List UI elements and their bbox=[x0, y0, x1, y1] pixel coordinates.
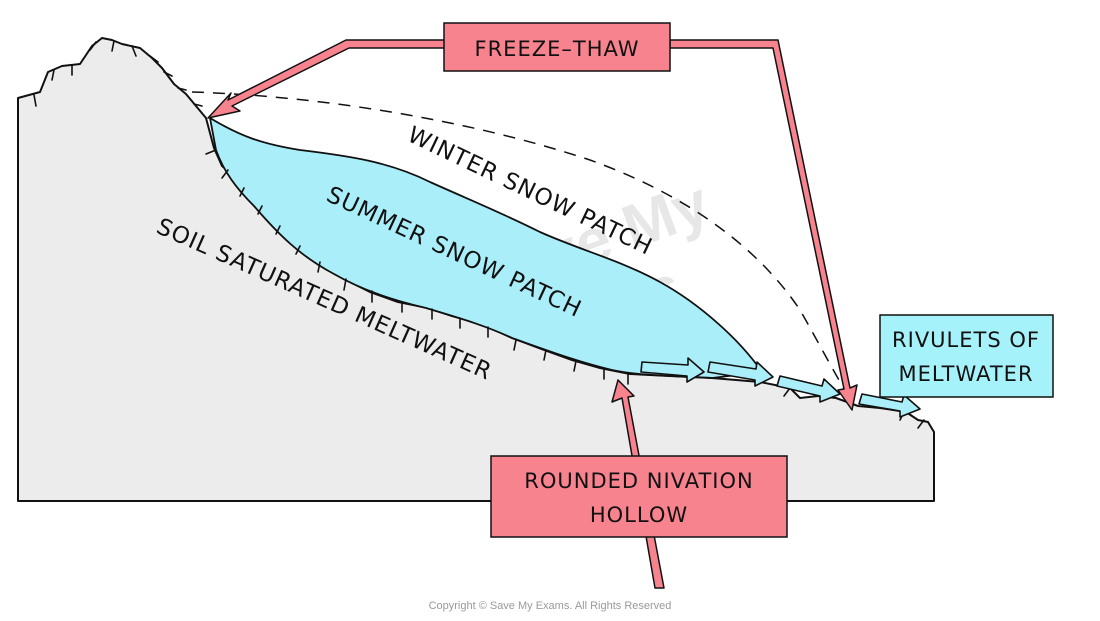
freeze-thaw-right-arm bbox=[669, 39, 858, 411]
rivulets-text-line2: MELTWATER bbox=[898, 362, 1033, 386]
rivulet-arrow-2 bbox=[707, 361, 774, 387]
freeze-thaw-arrows bbox=[207, 39, 858, 411]
winter-snow-patch-outline bbox=[191, 91, 853, 403]
nivation-hollow-text-line2: HOLLOW bbox=[590, 503, 688, 527]
rock-surface-ticks bbox=[33, 40, 925, 429]
freeze-thaw-label-box bbox=[443, 22, 671, 72]
rivulet-arrows bbox=[640, 357, 921, 418]
rivulet-arrow-3 bbox=[776, 375, 841, 403]
rivulets-text-line1: RIVULETS OF bbox=[892, 328, 1040, 352]
freeze-thaw-text: FREEZE–THAW bbox=[475, 37, 640, 61]
rivulets-label-box bbox=[879, 314, 1054, 398]
freeze-thaw-label: FREEZE–THAW bbox=[443, 22, 671, 72]
rivulet-arrow-1 bbox=[640, 357, 705, 383]
nivation-hollow-label: ROUNDED NIVATION HOLLOW bbox=[490, 455, 788, 538]
freeze-thaw-left-arm bbox=[207, 39, 447, 119]
nivation-hollow-label-box bbox=[490, 455, 788, 538]
rivulets-label: RIVULETS OF MELTWATER bbox=[879, 314, 1054, 398]
nivation-hollow-text-line1: ROUNDED NIVATION bbox=[524, 469, 753, 493]
copyright-text: Copyright © Save My Exams. All Rights Re… bbox=[429, 600, 672, 612]
rivulet-arrow-4 bbox=[858, 393, 921, 418]
